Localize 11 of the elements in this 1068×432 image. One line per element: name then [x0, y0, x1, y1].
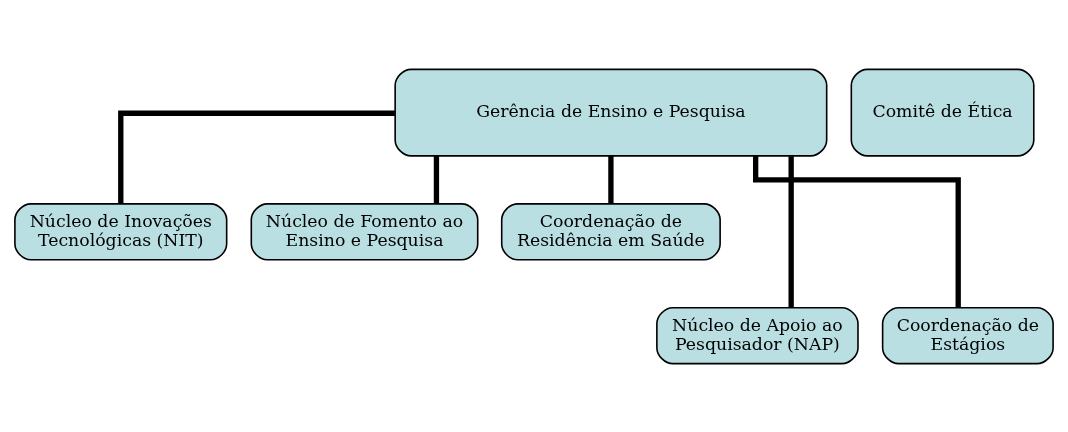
node-box: Comitê de Ética	[850, 68, 1035, 157]
node-box: Coordenação de Residência em Saúde	[500, 202, 721, 261]
connector	[433, 155, 440, 204]
connector	[118, 110, 395, 204]
node-box: Núcleo de Fomento ao Ensino e Pesquisa	[250, 202, 479, 261]
connector	[608, 155, 614, 204]
connector	[788, 155, 794, 307]
node-box: Núcleo de Inovações Tecnológicas (NIT)	[14, 202, 228, 261]
node-box: Coordenação de Estágios	[881, 306, 1054, 364]
node-box: Núcleo de Apoio ao Pesquisador (NAP)	[656, 306, 859, 364]
node-box: Gerência de Ensino e Pesquisa	[394, 68, 828, 157]
